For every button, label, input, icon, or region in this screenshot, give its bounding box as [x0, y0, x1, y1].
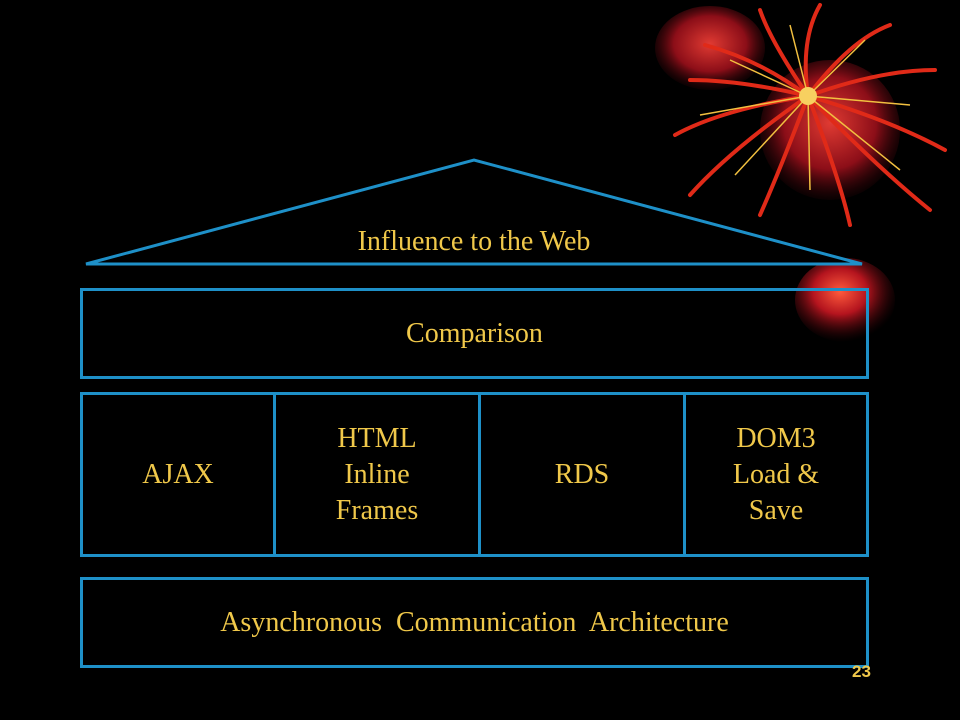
flower-stamens [699, 24, 911, 191]
comparison-label: Comparison [406, 317, 543, 349]
foundation-box: Asynchronous Communication Architecture [80, 577, 869, 668]
pillar-html-inline-frames: HTML Inline Frames [273, 395, 478, 554]
flower-center [799, 87, 817, 105]
red-ball-right [795, 258, 895, 342]
slide-number: 23 [852, 662, 871, 681]
foundation-label: Asynchronous Communication Architecture [220, 606, 729, 638]
comparison-box: Comparison [80, 288, 869, 379]
pillar-dom3-load-save: DOM3 Load & Save [683, 395, 866, 554]
flower-petals [673, 3, 947, 227]
pillar-rds: RDS [478, 395, 683, 554]
pillars-row: AJAX HTML Inline Frames RDS DOM3 Load & … [80, 392, 869, 557]
roof-label: Influence to the Web [357, 226, 591, 257]
pillar-ajax: AJAX [142, 458, 214, 490]
